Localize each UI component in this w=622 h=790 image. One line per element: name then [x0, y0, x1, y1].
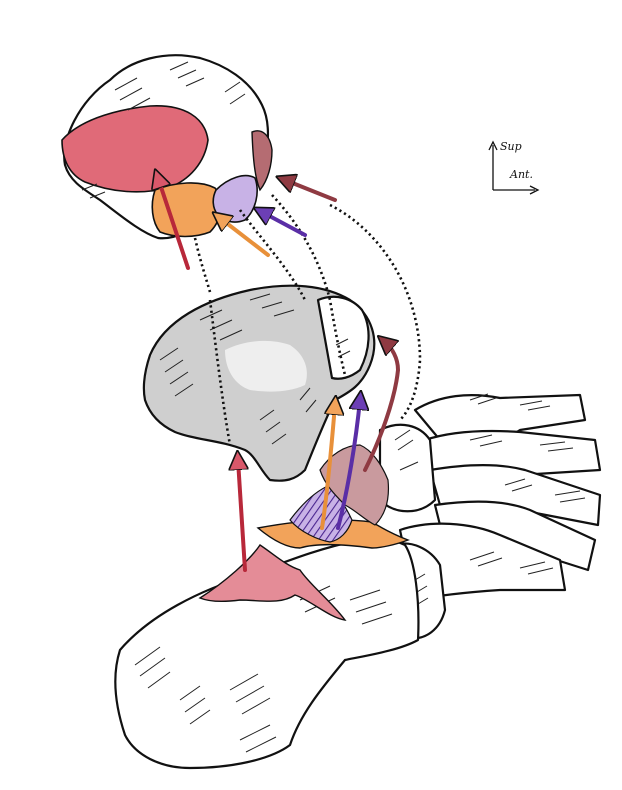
brown-arrow-top — [285, 180, 335, 200]
superior-label: Sup — [500, 140, 522, 153]
red-arrow-bottom — [238, 460, 245, 570]
anterior-label: Ant. — [510, 168, 533, 181]
violet-arrow-top — [262, 212, 305, 235]
